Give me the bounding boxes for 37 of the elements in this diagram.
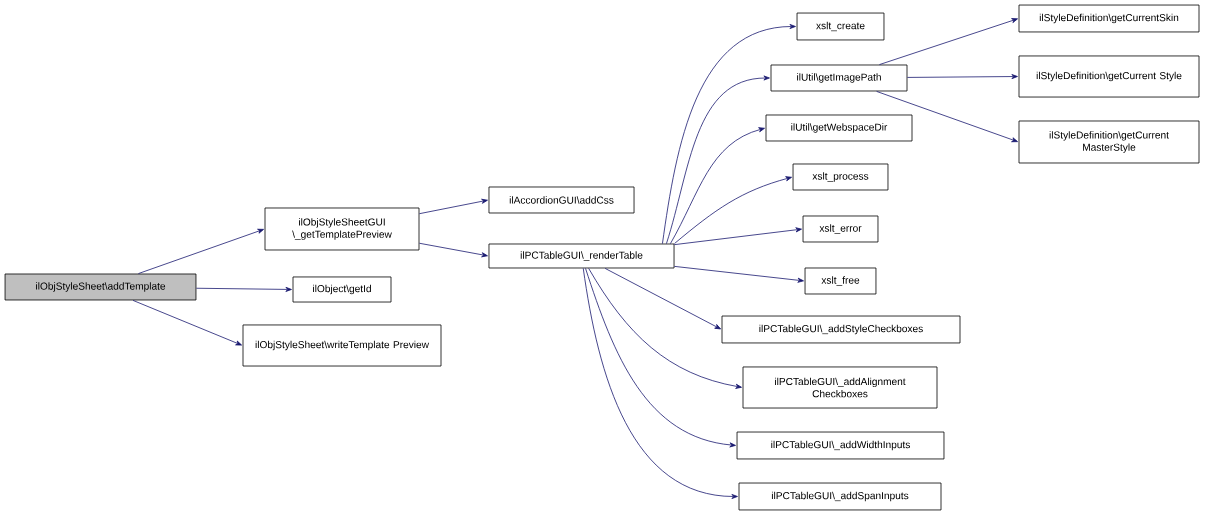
arrow (419, 242, 488, 258)
arrow (907, 74, 1018, 80)
function-box: ilUtil\getWebspaceDir (765, 114, 913, 142)
arrow (674, 227, 802, 246)
arrow (670, 127, 765, 244)
function-box: ilObjStyleSheetGUI \_getTemplatePreview (264, 207, 420, 251)
arrow (662, 24, 796, 244)
function-box: ilPCTableGUI\_addAlignment Checkboxes (742, 366, 938, 409)
function-box: ilStyleDefinition\getCurrent Style (1018, 55, 1200, 98)
function-box: ilStyleDefinition\getCurrentSkin (1018, 4, 1200, 33)
function-box: ilPCTableGUI\_renderTable (488, 243, 675, 269)
arrow (674, 266, 804, 283)
function-box: xslt_error (802, 215, 879, 243)
function-box: xslt_process (792, 163, 889, 191)
arrow (674, 176, 792, 244)
function-box: xslt_create (796, 12, 885, 41)
function-box: ilStyleDefinition\getCurrent MasterStyle (1018, 120, 1200, 164)
function-box: ilPCTableGUI\_addSpanInputs (738, 482, 942, 511)
function-box: ilObject\getId (292, 276, 392, 303)
arrow (138, 228, 264, 274)
function-box: ilAccordionGUI\addCss (488, 186, 635, 214)
arrow (132, 300, 242, 346)
arrow (582, 268, 738, 499)
arrow (196, 286, 292, 292)
arrow (585, 268, 736, 448)
arrow (419, 198, 488, 215)
arrow (666, 75, 770, 244)
arrow (588, 268, 742, 389)
function-box: ilPCTableGUI\_addStyleCheckboxes (721, 315, 961, 344)
arrow (876, 91, 1018, 143)
function-box: ilObjStyleSheet\writeTemplate Preview (242, 324, 442, 367)
function-box: ilPCTableGUI\_addWidthInputs (736, 431, 945, 460)
arrow (879, 18, 1018, 65)
function-box: ilObjStyleSheet\addTemplate (4, 273, 197, 301)
function-box: xslt_free (804, 267, 877, 295)
function-box: ilUtil\getImagePath (770, 64, 908, 92)
arrow (604, 268, 721, 330)
